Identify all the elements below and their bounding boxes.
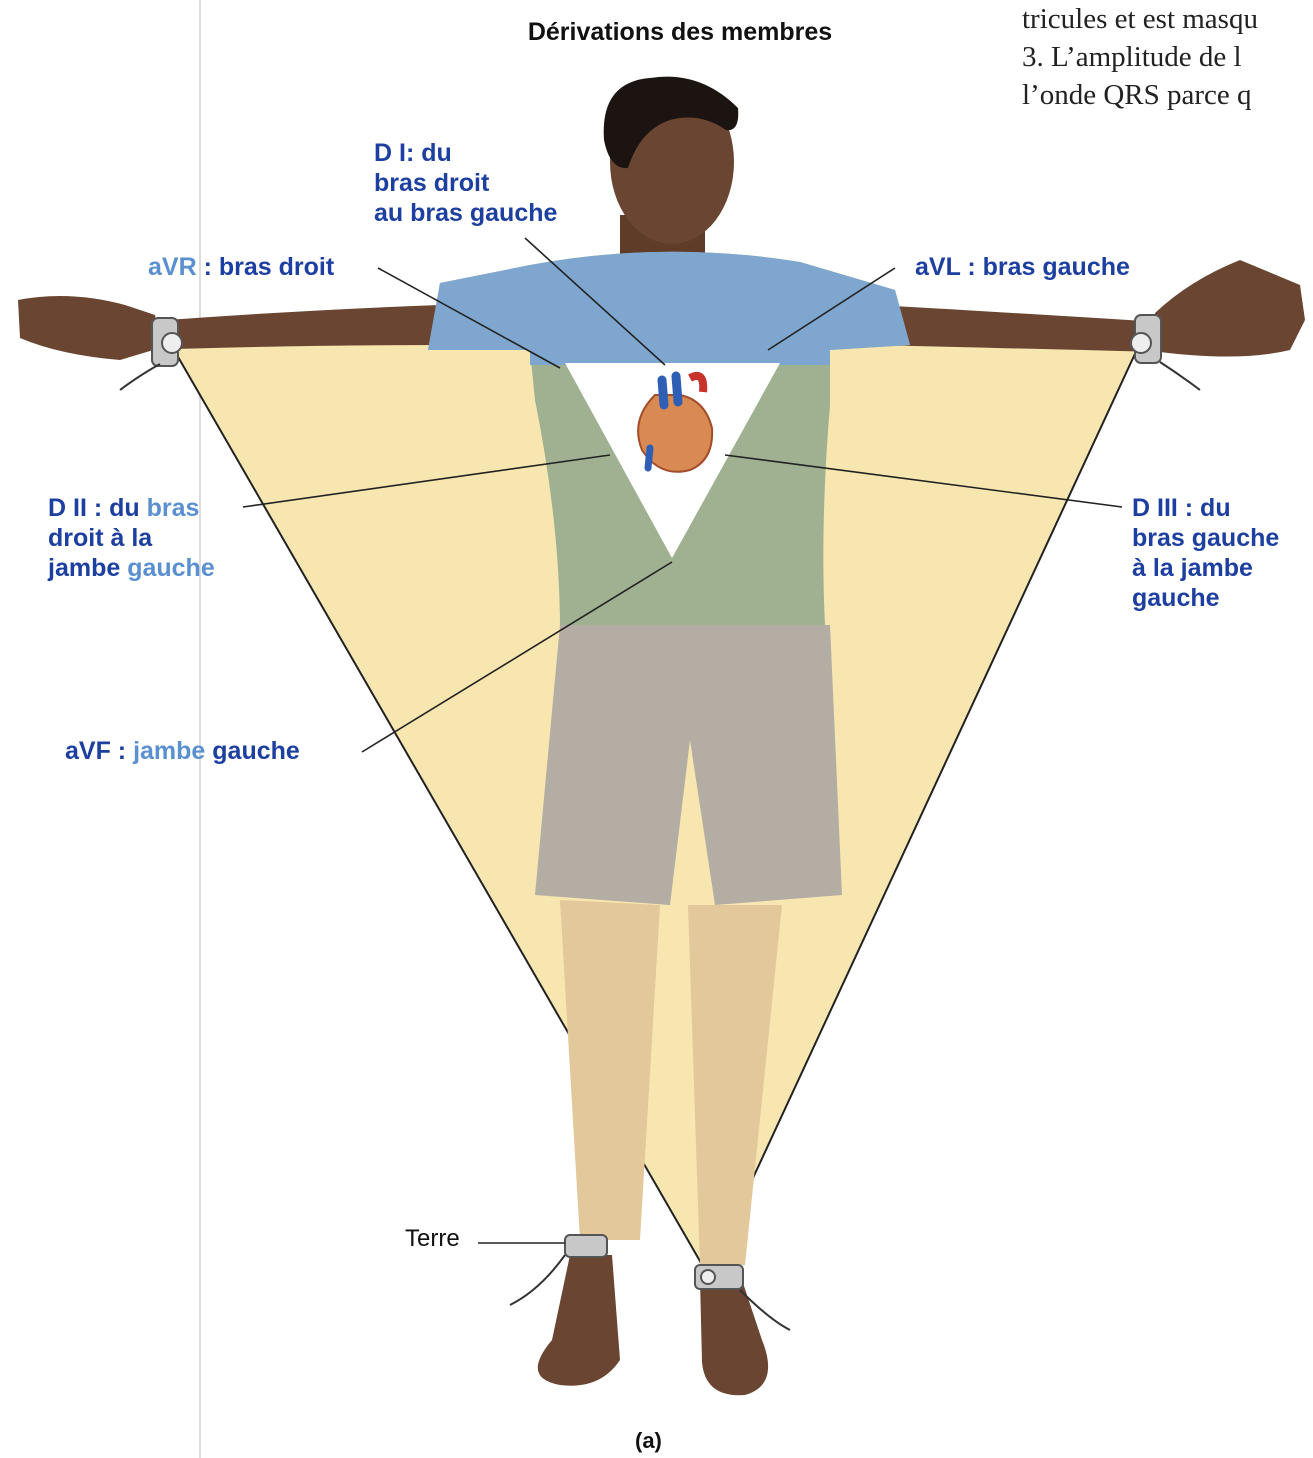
label-dii-dark: D II : du	[48, 494, 147, 522]
label-di-line: au bras gauche	[374, 198, 557, 228]
left-foot	[700, 1280, 768, 1395]
label-avr-text: : bras droit	[197, 253, 335, 281]
book-line: tricules et est masqu	[1022, 0, 1258, 38]
label-avr-lead: aVR	[148, 253, 197, 281]
label-avf-light: jambe	[133, 737, 205, 765]
label-dii-dark: jambe	[48, 554, 127, 582]
label-diii: D III : du bras gauche à la jambe gauche	[1132, 493, 1279, 613]
left-arm	[875, 305, 1160, 352]
label-avf: aVF : jambe gauche	[65, 736, 300, 766]
book-line: 3. L’amplitude de l	[1022, 38, 1258, 76]
label-terre: Terre	[405, 1225, 460, 1253]
label-dii: D II : du bras droit à la jambe gauche	[48, 493, 215, 583]
label-avl: aVL : bras gauche	[915, 252, 1130, 282]
label-diii-line: bras gauche	[1132, 523, 1279, 553]
label-diii-line: gauche	[1132, 583, 1279, 613]
book-text: tricules et est masqu 3. L’amplitude de …	[1022, 0, 1258, 114]
right-hand	[18, 296, 160, 360]
label-avf-lead: aVF :	[65, 737, 133, 765]
label-diii-line: D III : du	[1132, 493, 1279, 523]
left-hand	[1155, 260, 1305, 357]
label-dii-light: bras	[147, 494, 200, 522]
label-di-line: D I: du	[374, 138, 557, 168]
label-dii-line: D II : du bras	[48, 493, 215, 523]
label-diii-line: à la jambe	[1132, 553, 1279, 583]
label-avf-dark: gauche	[205, 737, 299, 765]
label-dii-line: jambe gauche	[48, 553, 215, 583]
figure-caption: (a)	[635, 1428, 662, 1454]
label-dii-dark: droit à la	[48, 524, 152, 552]
label-avr: aVR : bras droit	[148, 252, 334, 282]
label-di: D I: du bras droit au bras gauche	[374, 138, 557, 228]
right-leg	[560, 900, 660, 1240]
label-dii-line: droit à la	[48, 523, 215, 553]
diagram-title: Dérivations des membres	[470, 18, 890, 47]
book-line: l’onde QRS parce q	[1022, 76, 1258, 114]
label-di-line: bras droit	[374, 168, 557, 198]
shirt-upper	[428, 252, 910, 365]
label-dii-light: gauche	[127, 554, 215, 582]
right-arm	[140, 305, 440, 350]
